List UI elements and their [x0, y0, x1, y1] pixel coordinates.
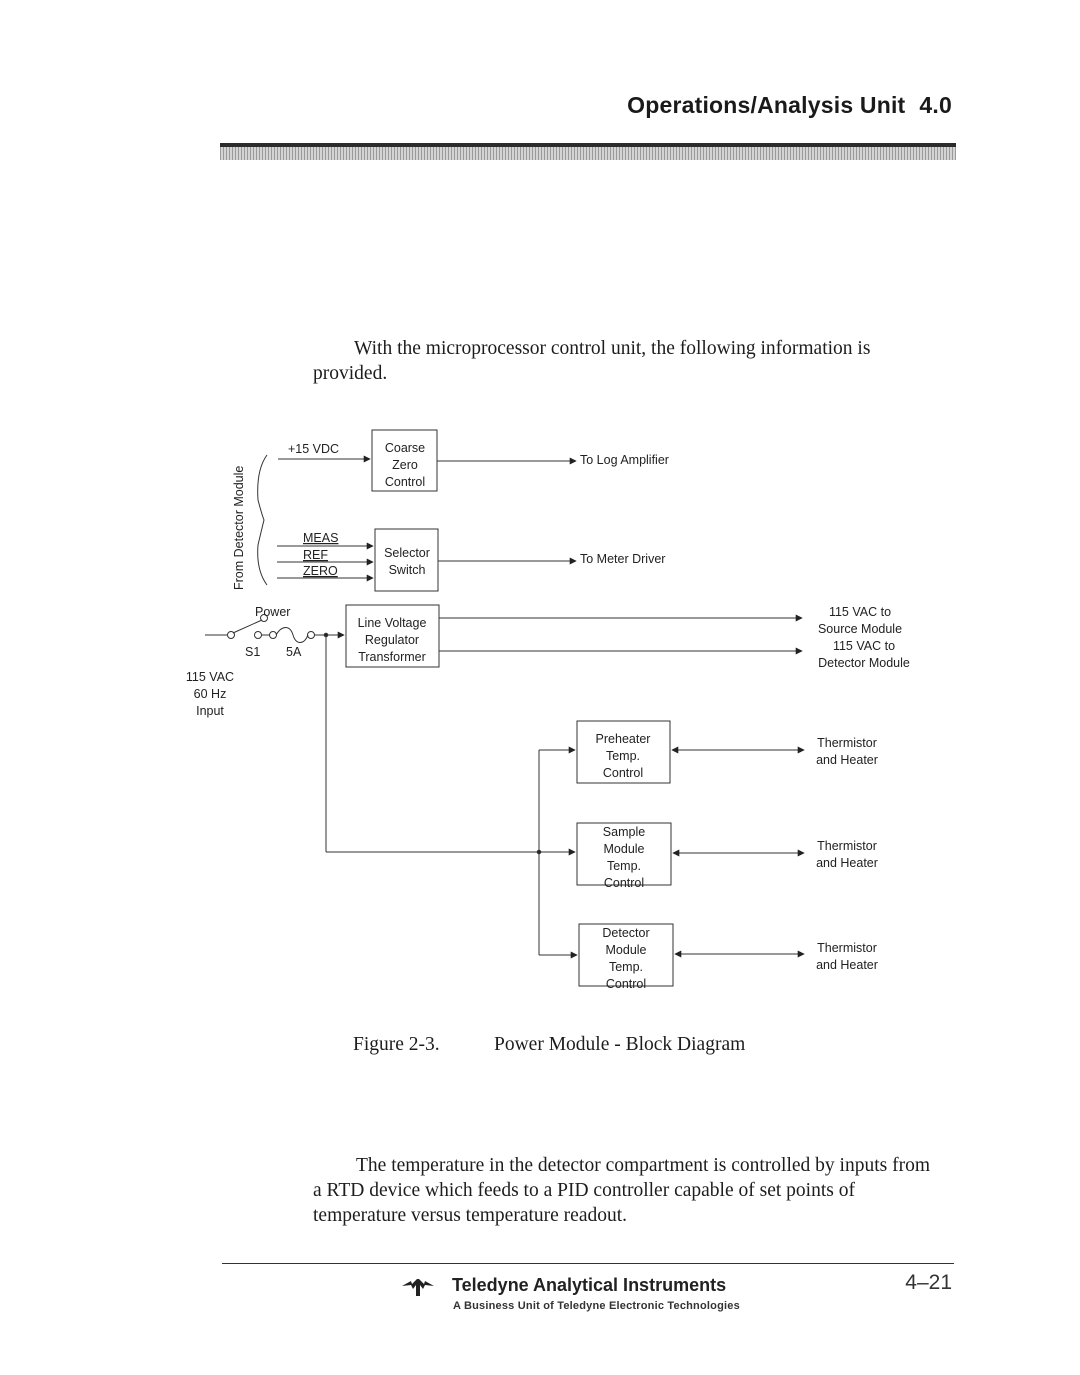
log-amplifier-label: To Log Amplifier [580, 453, 669, 467]
preheater-line1: Preheater [596, 732, 651, 746]
fuse [275, 627, 309, 643]
switch-knob [260, 614, 268, 622]
header-bar [220, 143, 956, 160]
input-line3: Input [196, 704, 224, 718]
fuse-left-terminal [269, 631, 277, 639]
thermistor-2-line2: and Heater [816, 856, 878, 870]
footer-subtitle: A Business Unit of Teledyne Electronic T… [453, 1300, 740, 1312]
detector-block [578, 923, 674, 987]
coarse-zero-line2: Zero [392, 458, 418, 472]
s1-label: S1 [245, 645, 260, 659]
input-line1: 115 VAC [186, 670, 234, 684]
meas-label: MEAS [303, 531, 338, 545]
section-title: Operations/Analysis Unit 4.0 [627, 92, 952, 119]
preheater-block [576, 720, 671, 784]
zero-label: ZERO [303, 564, 338, 578]
preheater-line3: Control [603, 766, 643, 780]
intro-paragraph: With the microprocessor control unit, th… [313, 337, 871, 384]
thermistor-1-line1: Thermistor [817, 736, 877, 750]
source-output-line1: 115 VAC to [829, 605, 891, 619]
detector-block-line3: Temp. [609, 960, 643, 974]
fuse-right-terminal [307, 631, 315, 639]
closing-paragraph: The temperature in the detector compartm… [313, 1154, 930, 1226]
sample-line2: Module [604, 842, 645, 856]
detector-block-line2: Module [606, 943, 647, 957]
sample-line3: Temp. [607, 859, 641, 873]
vdc-label: +15 VDC [288, 442, 339, 456]
meter-driver-label: To Meter Driver [580, 552, 665, 566]
thermistor-3-line2: and Heater [816, 958, 878, 972]
page-number: 4–21 [905, 1271, 952, 1294]
sample-line4: Control [604, 876, 644, 890]
power-label: Power [255, 605, 290, 619]
selector-line2: Switch [389, 563, 426, 577]
section-title-text: Operations/Analysis Unit [627, 92, 906, 118]
sample-block [576, 822, 672, 886]
detector-block-line4: Control [606, 977, 646, 991]
line-voltage-block [345, 604, 440, 668]
switch-lever [232, 619, 263, 634]
section-number: 4.0 [919, 92, 952, 118]
coarse-zero-line3: Control [385, 475, 425, 489]
line-voltage-line1: Line Voltage [358, 616, 427, 630]
selector-block [374, 528, 439, 592]
footer-rule [222, 1263, 954, 1264]
detector-block-line1: Detector [602, 926, 649, 940]
switch-contact-right [254, 631, 262, 639]
thermistor-2-line1: Thermistor [817, 839, 877, 853]
sample-line1: Sample [603, 825, 645, 839]
detector-output-line1: 115 VAC to [833, 639, 895, 653]
figure-number: Figure 2-3. [353, 1034, 440, 1055]
selector-line1: Selector [384, 546, 430, 560]
thermistor-3-line1: Thermistor [817, 941, 877, 955]
input-line2: 60 Hz [194, 687, 227, 701]
line-voltage-line2: Regulator [365, 633, 419, 647]
thermistor-1-line2: and Heater [816, 753, 878, 767]
detector-brace [257, 454, 268, 586]
coarse-zero-line1: Coarse [385, 441, 425, 455]
footer-company: Teledyne Analytical Instruments [452, 1275, 727, 1295]
teledyne-logo-icon [402, 1279, 434, 1296]
preheater-line2: Temp. [606, 749, 640, 763]
source-output-line2: Source Module [818, 622, 902, 636]
figure-title: Power Module - Block Diagram [494, 1034, 746, 1055]
ref-label: REF [303, 548, 328, 562]
line-voltage-line3: Transformer [358, 650, 426, 664]
side-label: From Detector Module [232, 466, 246, 590]
switch-contact-left [227, 631, 235, 639]
detector-output-line2: Detector Module [818, 656, 910, 670]
fuse-label: 5A [286, 645, 302, 659]
